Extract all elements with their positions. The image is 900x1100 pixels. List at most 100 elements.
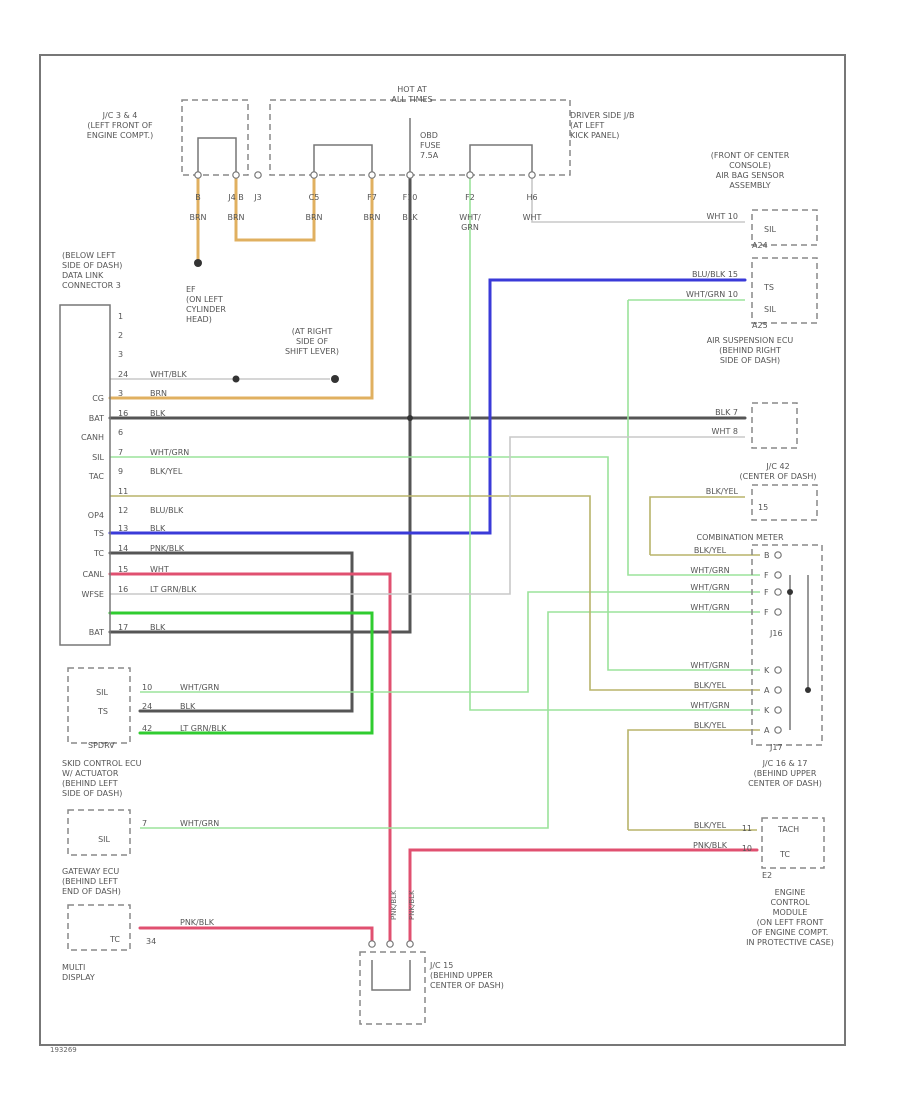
- jc15-inner: [371, 960, 411, 991]
- meter-wire-color: WHT/GRN: [690, 603, 729, 612]
- dlc-terminal-name: OP4: [88, 511, 104, 520]
- meter-pin-marker: [774, 726, 782, 734]
- top-pin-marker: [254, 171, 262, 179]
- splice-dot-3: [805, 687, 811, 693]
- ecm-pin-1: 11: [742, 824, 752, 833]
- wire-pnk-3: [138, 926, 374, 942]
- dlc-wire-color: BLU/BLK: [150, 506, 184, 515]
- dlc-wire-color: WHT: [150, 565, 169, 574]
- fuse-jumper-1: [313, 144, 373, 175]
- top-pin-wire: BRN: [227, 213, 244, 222]
- skid-pin: 10: [142, 683, 152, 692]
- j17-label: J17: [769, 743, 783, 752]
- meter-pin-marker: [774, 588, 782, 596]
- meter-pin-marker: [774, 551, 782, 559]
- dlc-wire-color: BRN: [150, 389, 167, 398]
- dlc-wire-color: BLK/YEL: [150, 467, 183, 476]
- jc15-wire-color: PNK/BLK: [390, 890, 398, 920]
- dlc-terminal-name: CANL: [83, 570, 105, 579]
- dlc-pin-number: 7: [118, 448, 123, 457]
- wire-ltgrn: [108, 611, 374, 735]
- gnd-wire-1: BLK 7: [715, 408, 738, 417]
- jc42-terminal: 15: [758, 503, 768, 512]
- top-pin-wire: WHT: [523, 213, 542, 222]
- top-pin-label: F10: [403, 193, 418, 202]
- meter-pin: A: [764, 726, 770, 735]
- dlc-wire-color: BLK: [150, 524, 166, 533]
- dlc-box: [59, 304, 111, 646]
- a25-label: A25: [752, 321, 768, 330]
- ecm-terminal-1: TACH: [777, 825, 799, 834]
- top-pin-label: H6: [526, 193, 537, 202]
- dlc-terminal-name: BAT: [89, 414, 104, 423]
- top-pin-marker: [310, 171, 318, 179]
- wire-whtgrn-2: [140, 591, 760, 693]
- dlc-pin-number: 15: [118, 565, 128, 574]
- wire-whtgrn-4: [469, 175, 760, 711]
- meter-wire-color: WHT/GRN: [690, 583, 729, 592]
- jc15-wire-color: PNK/BLK: [408, 890, 416, 920]
- top-pin-wire: GRN: [461, 223, 479, 232]
- ecm-terminal-2: TC: [779, 850, 790, 859]
- meter-wire-color: BLK/YEL: [694, 681, 727, 690]
- j16-label: J16: [769, 629, 783, 638]
- jc42-label: J/C 42(CENTER OF DASH): [740, 462, 817, 481]
- dlc-wire-color: WHT/GRN: [150, 448, 189, 457]
- pin-markers: [194, 171, 782, 948]
- wire-blk-ts: [108, 551, 354, 713]
- dlc-pin-number: 11: [118, 487, 128, 496]
- air-susp-terminal-1: TS: [763, 283, 774, 292]
- skid-pin: 42: [142, 724, 152, 733]
- dlc-wire-color: PNK/BLK: [150, 544, 185, 553]
- skid2-wire-color: WHT/GRN: [180, 819, 219, 828]
- meter-wire-color: WHT/GRN: [690, 566, 729, 575]
- wire-whtgrn-3: [140, 611, 760, 829]
- dlc-wire-color: WHT/BLK: [150, 370, 187, 379]
- meter-pin: A: [764, 686, 770, 695]
- dlc-terminal-name: TC: [93, 549, 104, 558]
- splice-dot-1: [407, 415, 413, 421]
- top-pin-wire: WHT/: [459, 213, 481, 222]
- dlc-pin-number: 16: [118, 585, 128, 594]
- wire-blu: [108, 278, 747, 535]
- top-pin-label: J3: [253, 193, 261, 202]
- wire-brn-3: [108, 173, 374, 400]
- meter-wire-color: WHT/GRN: [690, 661, 729, 670]
- jc15-pin-marker: [406, 940, 414, 948]
- meter-pin-marker: [774, 571, 782, 579]
- ground-dot-ef: [194, 259, 202, 267]
- a24-label: A24: [752, 241, 768, 250]
- e2-label: E2: [762, 871, 772, 880]
- skid-terminal-name: TS: [97, 707, 108, 716]
- dlc-terminal-name: BAT: [89, 628, 104, 637]
- meter-pin: B: [764, 551, 770, 560]
- dlc-pin-number: 2: [118, 331, 123, 340]
- splice-dot-2: [787, 589, 793, 595]
- wire-whtgrn-1: [110, 456, 760, 671]
- wire-pnk-1: [108, 572, 392, 942]
- gateway-wire-color: PNK/BLK: [180, 918, 215, 927]
- top-pin-label: F7: [367, 193, 377, 202]
- wire-wht-2: [110, 436, 745, 595]
- meter-pin: F: [764, 588, 769, 597]
- airbag-wire: WHT 10: [706, 212, 738, 221]
- dlc-pin-number: 3: [118, 350, 123, 359]
- dlc-terminal-name: SIL: [92, 453, 104, 462]
- footer-code: 193269: [50, 1046, 77, 1054]
- meter-pin-marker: [774, 686, 782, 694]
- top-pin-wire: BLK: [402, 213, 418, 222]
- top-pin-marker: [406, 171, 414, 179]
- dlc-terminal-name: TAC: [88, 472, 105, 481]
- wire-wht-1: [531, 175, 745, 223]
- dlc-wire-color: LT GRN/BLK: [150, 585, 197, 594]
- dlc-pin-number: 24: [118, 370, 128, 379]
- top-pin-marker: [232, 171, 240, 179]
- gnd-conn-box: [751, 402, 798, 449]
- wire-blk-1: [108, 173, 412, 634]
